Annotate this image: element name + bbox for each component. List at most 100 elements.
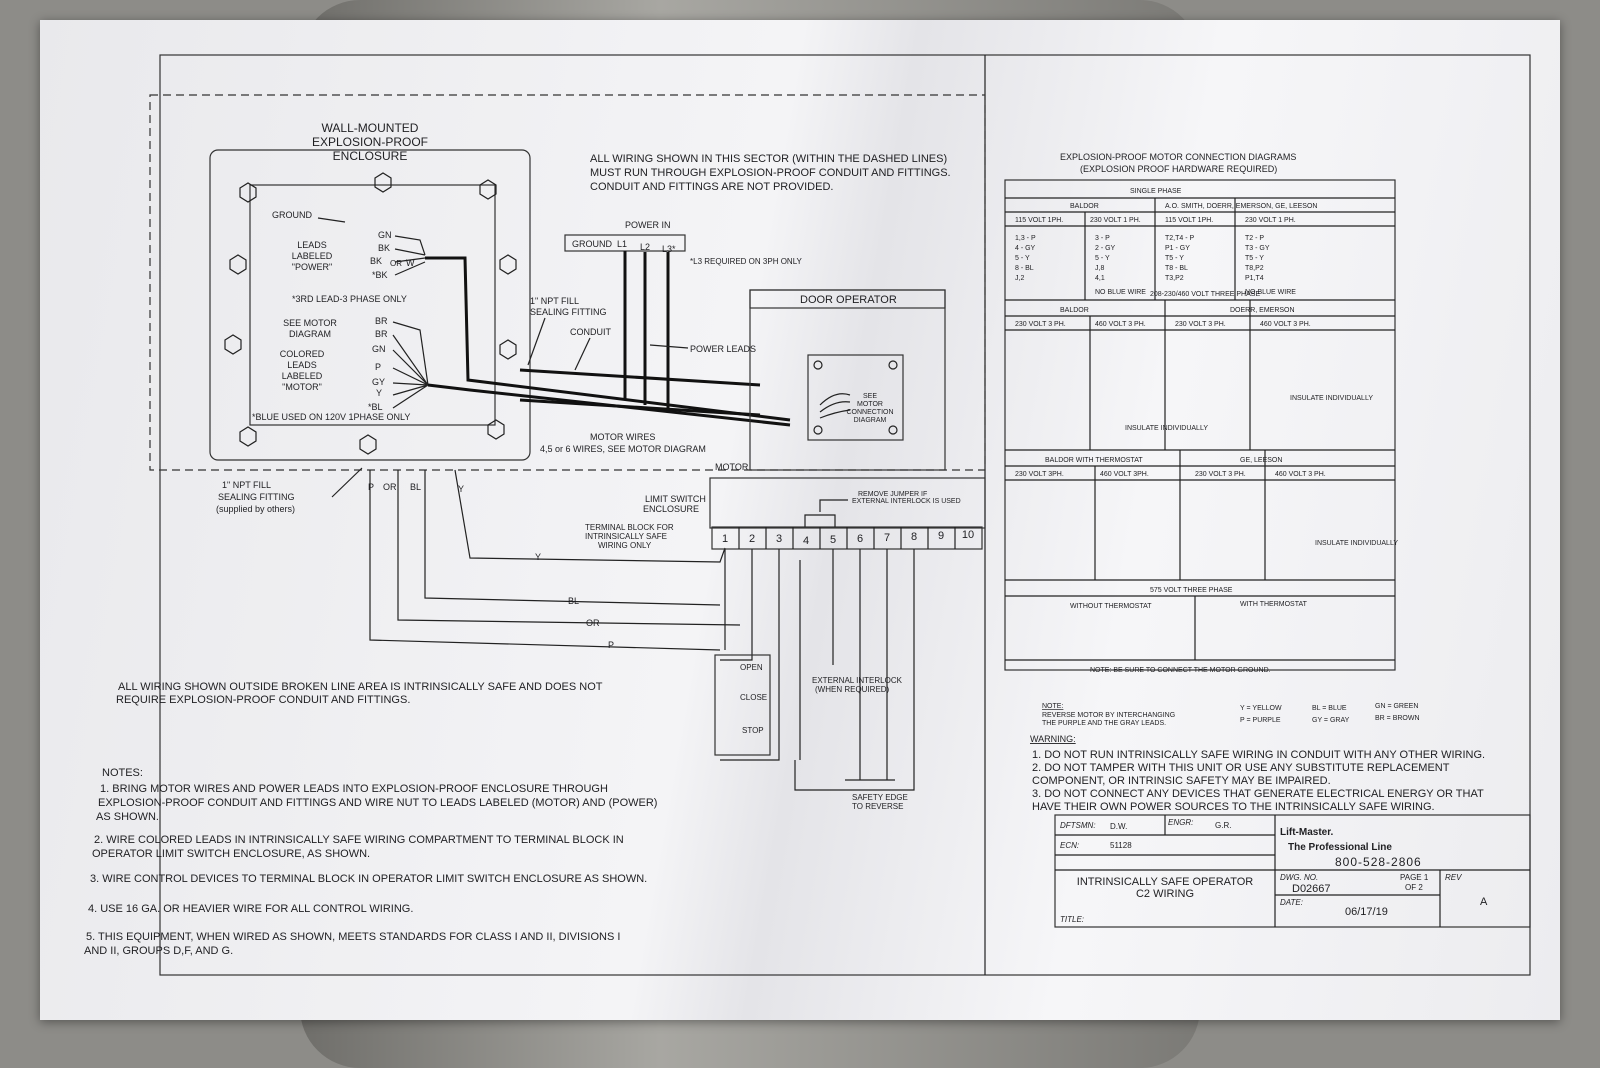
diagram-line [888, 425, 898, 435]
diagram-label: GROUND [272, 210, 312, 220]
diagram-label: DIAGRAM [289, 329, 331, 339]
diagram-label: 3. DO NOT CONNECT ANY DEVICES THAT GENER… [1032, 788, 1484, 800]
diagram-label: SEE MOTOR [283, 318, 337, 328]
diagram-label: OR [586, 618, 600, 628]
color-legend: Y = YELLOW BL = BLUE GN = GREEN P = PURP… [1240, 703, 1420, 724]
diagram-label: AS SHOWN. [96, 811, 159, 823]
diagram-line [425, 256, 791, 422]
diagram-label: T5 - Y [1245, 255, 1264, 262]
diagram-label: SINGLE PHASE [1130, 188, 1182, 195]
diagram-label: 51128 [1110, 841, 1132, 850]
diagram-label: 06/17/19 [1345, 906, 1388, 918]
diagram-line [331, 467, 363, 498]
diagram-line [499, 339, 517, 360]
diagram-line [1054, 814, 1531, 928]
diagram-line [454, 469, 726, 563]
diagram-label: (WHEN REQUIRED) [815, 685, 890, 694]
diagram-line [239, 426, 257, 447]
diagram-label: ENCLOSURE [643, 504, 699, 514]
diagram-label: NO BLUE WIRE [1095, 289, 1146, 296]
diagram-label: REVERSE MOTOR BY INTERCHANGING [1042, 712, 1175, 719]
diagram-label: L2 [640, 242, 650, 252]
diagram-label: W [406, 258, 415, 268]
diagram-label: 230 VOLT 3 PH. [1175, 321, 1226, 328]
diagram-label: 2 - GY [1095, 245, 1116, 252]
diagram-label: GROUND [572, 239, 612, 249]
diagram-line [649, 344, 689, 349]
diagram-label: HAVE THEIR OWN POWER SOURCES TO THE INTR… [1032, 801, 1435, 813]
diagram-label: OF 2 [1405, 883, 1423, 892]
diagram-label: REMOVE JUMPER IF [858, 491, 927, 498]
diagram-line [749, 289, 946, 471]
diagram-label: BK [370, 256, 382, 266]
diagram-label: 230 VOLT 3PH. [1015, 471, 1064, 478]
diagram-line [499, 254, 517, 275]
diagram-label: 8 - BL [1015, 265, 1034, 272]
diagram-label: INTRINSICALLY SAFE [585, 532, 667, 541]
diagram-label: MUST RUN THROUGH EXPLOSION-PROOF CONDUIT… [590, 167, 951, 179]
terminal-5: 5 [830, 534, 836, 546]
diagram-label: "POWER" [292, 262, 332, 272]
diagram-label: 230 VOLT 3 PH. [1015, 321, 1066, 328]
diagram-label: COMPONENT, OR INTRINSIC SAFETY MAY BE IM… [1032, 775, 1331, 787]
diagram-label: EXTERNAL INTERLOCK [812, 676, 903, 685]
diagram-label: The Professional Line [1288, 842, 1392, 853]
diagram-label: T2,T4 - P [1165, 235, 1195, 242]
diagram-label: WITHOUT THERMOSTAT [1070, 603, 1152, 610]
diagram-label: T3,P2 [1165, 275, 1184, 282]
terminal-4: 4 [803, 535, 809, 547]
diagram-label: (EXPLOSION PROOF HARDWARE REQUIRED) [1080, 164, 1277, 174]
diagram-label: 1. DO NOT RUN INTRINSICALLY SAFE WIRING … [1032, 749, 1485, 761]
diagram-label: OPEN [740, 663, 763, 672]
diagram-line [574, 337, 591, 371]
diagram-label: REQUIRE EXPLOSION-PROOF CONDUIT AND FITT… [116, 694, 410, 706]
diagram-label: ENCLOSURE [333, 149, 408, 163]
diagram-label: NOTE: [1042, 703, 1063, 710]
diagram-label: 575 VOLT THREE PHASE [1150, 587, 1233, 594]
diagram-label: Y [376, 388, 382, 398]
diagram-label: *BK [372, 270, 388, 280]
diagram-label: 800-528-2806 [1335, 855, 1422, 869]
diagram-label: ALL WIRING SHOWN IN THIS SECTOR (WITHIN … [590, 153, 947, 165]
diagram-label: T3 - GY [1245, 245, 1270, 252]
diagram-line [424, 470, 721, 606]
diagram-label: GN = GREEN [1375, 703, 1418, 710]
diagram-label: WALL-MOUNTED [322, 121, 419, 135]
bolt-icons [224, 172, 517, 455]
diagram-label: OPERATOR LIMIT SWITCH ENCLOSURE, AS SHOW… [92, 848, 370, 860]
diagram-label: P [368, 482, 374, 492]
diagram-label: THE PURPLE AND THE GRAY LEADS. [1042, 720, 1166, 727]
diagram-label: 460 VOLT 3 PH. [1095, 321, 1146, 328]
diagram-label: MOTOR [715, 462, 749, 472]
diagram-label: DWG. NO. [1280, 873, 1318, 882]
diagram-label: Y [535, 552, 541, 562]
diagram-line [813, 425, 823, 435]
diagram-label: 4 - GY [1015, 245, 1036, 252]
reverse-note: NOTE: REVERSE MOTOR BY INTERCHANGING THE… [1042, 703, 1175, 727]
diagram-line [359, 434, 377, 455]
diagram-label: 230 VOLT 1 PH. [1245, 217, 1296, 224]
diagram-label: DOOR OPERATOR [800, 294, 897, 306]
diagram-label: BK [378, 243, 390, 253]
diagram-line [527, 317, 546, 366]
diagram-label: Y = YELLOW [1240, 705, 1282, 712]
diagram-label: BR [375, 316, 388, 326]
diagram-label: P [608, 640, 614, 650]
diagram-label: EXPLOSION-PROOF CONDUIT AND FITTINGS AND… [98, 797, 657, 809]
diagram-label: 2. WIRE COLORED LEADS IN INTRINSICALLY S… [94, 834, 624, 846]
diagram-label: DIAGRAM [854, 417, 887, 424]
diagram-label: Y [458, 484, 464, 494]
diagram-label: LEADS [287, 360, 317, 370]
diagram-label: L1 [617, 239, 627, 249]
outside-broken-line-note: ALL WIRING SHOWN OUTSIDE BROKEN LINE ARE… [116, 681, 603, 706]
diagram-label: J,2 [1015, 275, 1024, 282]
diagram-label: 3. WIRE CONTROL DEVICES TO TERMINAL BLOC… [90, 873, 647, 885]
diagram-label: LIMIT SWITCH [645, 494, 706, 504]
terminal-10: 10 [962, 529, 974, 541]
diagram-label: 460 VOLT 3 PH. [1260, 321, 1311, 328]
diagram-label: DATE: [1280, 898, 1303, 907]
diagram-line [317, 217, 346, 223]
diagram-label: 460 VOLT 3 PH. [1275, 471, 1326, 478]
diagram-label: CONDUIT [570, 327, 611, 337]
diagram-label: D.W. [1110, 822, 1127, 831]
